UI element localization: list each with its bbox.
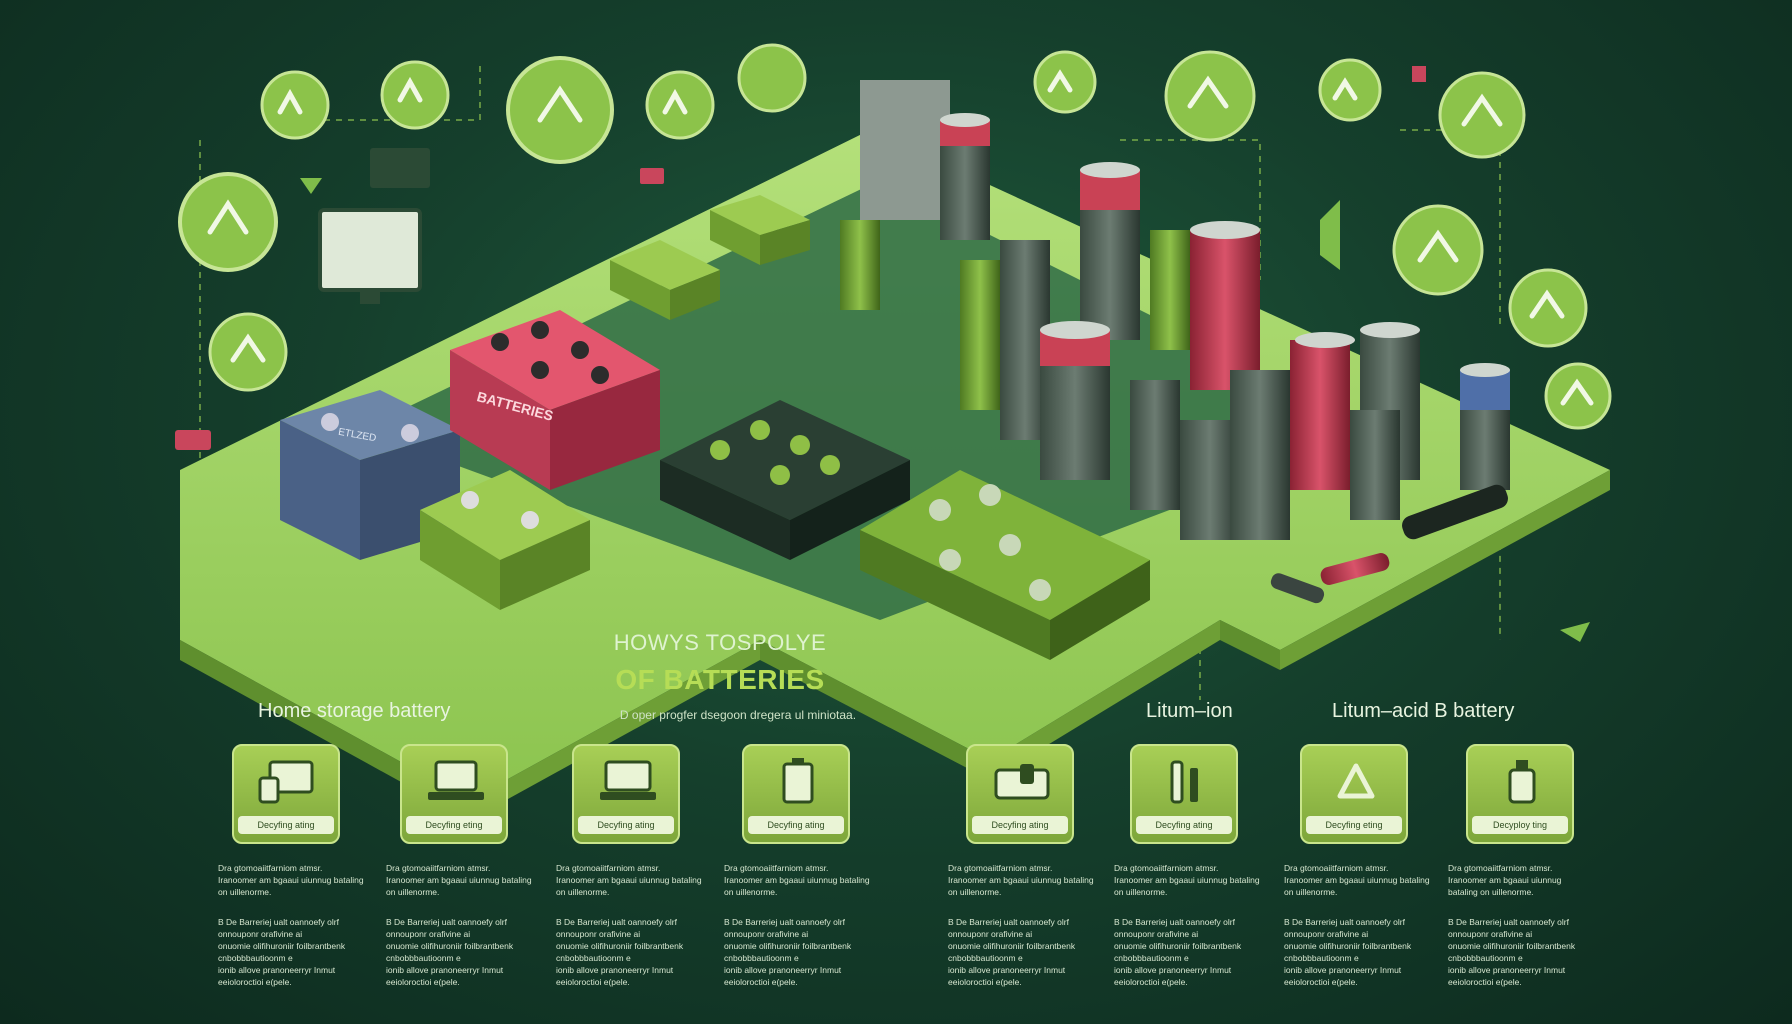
card-tag: Decyfing ating bbox=[578, 816, 674, 834]
bottle-icon bbox=[1508, 760, 1536, 804]
card-desc-5: Dra gtomoaiitfarniom atmsr.Iranoomer am … bbox=[948, 863, 1094, 987]
card-desc-8: Dra gtomoaiitfarniom atmsr.Iranoomer am … bbox=[1448, 863, 1576, 987]
recycle-icon bbox=[178, 43, 1612, 430]
car-battery-blue bbox=[280, 390, 460, 560]
card-tag: Decyfing ating bbox=[1136, 816, 1232, 834]
page-title: HOWYS TOSPOLYE bbox=[613, 630, 827, 655]
card-tag: Decyfing ating bbox=[972, 816, 1068, 834]
car-battery-green bbox=[420, 470, 590, 610]
page-title-line2: OF BATTERIES bbox=[615, 664, 825, 695]
card-tag: Decyfing ating bbox=[238, 816, 334, 834]
section-label-lithium-ion: Litum–ion bbox=[1146, 700, 1233, 722]
card-desc-2: Dra gtomoaiitfarniom atmsr.Iranoomer am … bbox=[386, 863, 532, 987]
small-battery-green bbox=[610, 195, 810, 320]
monitor-icons bbox=[318, 148, 430, 304]
recycle-icon bbox=[1337, 763, 1375, 799]
devices-icon bbox=[258, 760, 314, 804]
card-desc-1: Dra gtomoaiitfarniom atmsr.Iranoomer am … bbox=[218, 863, 364, 987]
laptop-icon bbox=[600, 760, 656, 800]
aa-batteries bbox=[1270, 484, 1508, 604]
tools-icon bbox=[1170, 760, 1198, 804]
card-tag: Decyploy ting bbox=[1472, 816, 1568, 834]
card-tag: Decyfing ating bbox=[748, 816, 844, 834]
hand-battery-icon bbox=[994, 764, 1050, 800]
battery-pack-icon bbox=[782, 758, 814, 804]
card-bottle[interactable]: Decyploy ting bbox=[1466, 744, 1574, 844]
card-recycle[interactable]: Decyfing eting bbox=[1300, 744, 1408, 844]
card-desc-6: Dra gtomoaiitfarniom atmsr.Iranoomer am … bbox=[1114, 863, 1260, 987]
card-desc-7: Dra gtomoaiitfarniom atmsr.Iranoomer am … bbox=[1284, 863, 1430, 987]
card-laptop-2[interactable]: Decyfing ating bbox=[572, 744, 680, 844]
card-tools[interactable]: Decyfing ating bbox=[1130, 744, 1238, 844]
laptop-icon bbox=[428, 760, 484, 800]
card-laptop[interactable]: Decyfing eting bbox=[400, 744, 508, 844]
car-battery-red bbox=[450, 310, 660, 490]
battery-tray-dark bbox=[660, 400, 910, 560]
card-desc-4: Dra gtomoaiitfarniom atmsr.Iranoomer am … bbox=[724, 863, 870, 987]
section-label-lithium-acid: Litum–acid B battery bbox=[1332, 700, 1515, 722]
card-battery-pack[interactable]: Decyfing ating bbox=[742, 744, 850, 844]
card-tag: Decyfing eting bbox=[1306, 816, 1402, 834]
card-tag: Decyfing eting bbox=[406, 816, 502, 834]
card-desc-3: Dra gtomoaiitfarniom atmsr.Iranoomer am … bbox=[556, 863, 702, 987]
section-label-home-storage: Home storage battery bbox=[258, 700, 451, 722]
card-devices[interactable]: Decyfing ating bbox=[232, 744, 340, 844]
page-subtitle: D oper progfer dsegoon dregera ul miniot… bbox=[619, 708, 857, 722]
battery-tray-green bbox=[860, 470, 1150, 660]
card-hand-battery[interactable]: Decyfing ating bbox=[966, 744, 1074, 844]
cylinder-batteries bbox=[840, 80, 1510, 540]
